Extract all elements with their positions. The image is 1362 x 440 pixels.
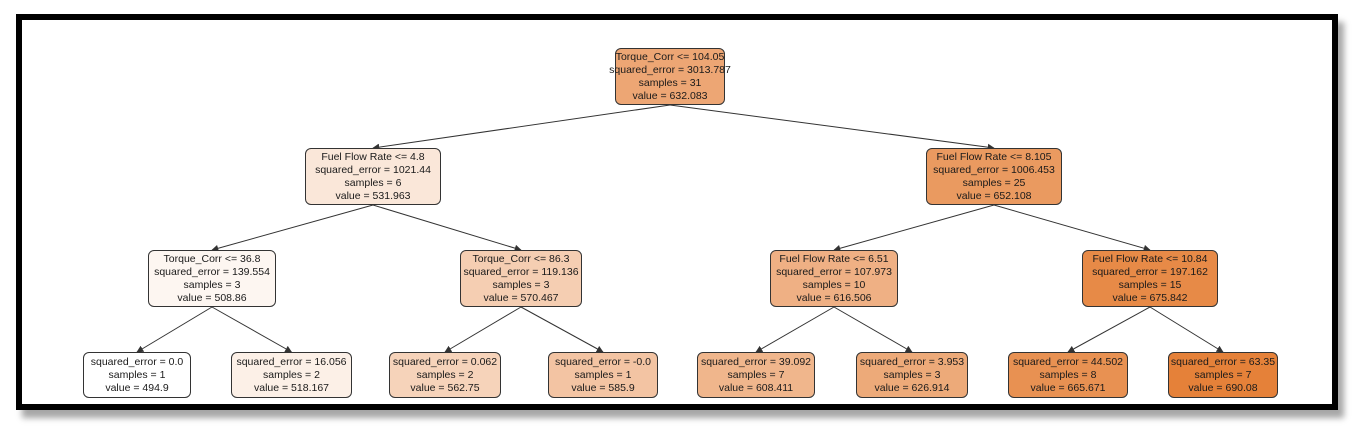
node-line: Fuel Flow Rate <= 6.51 (779, 252, 889, 265)
node-line: value = 562.75 (410, 381, 480, 394)
node-line: Torque_Corr <= 86.3 (472, 252, 570, 265)
node-line: value = 665.671 (1030, 381, 1106, 394)
node-line: squared_error = 3.953 (859, 355, 965, 368)
node-line: value = 626.914 (874, 381, 950, 394)
node-line: value = 675.842 (1112, 291, 1188, 304)
node-line: value = 608.411 (718, 381, 794, 394)
node-line: value = 616.506 (796, 291, 872, 304)
node-line: samples = 3 (183, 278, 241, 291)
node-line: squared_error = 3013.787 (609, 63, 731, 76)
node-line: squared_error = 107.973 (776, 265, 892, 278)
node-line: samples = 8 (1039, 368, 1097, 381)
node-line: value = 518.167 (253, 381, 330, 394)
node-line: Fuel Flow Rate <= 8.105 (936, 150, 1052, 163)
node-line: samples = 1 (574, 368, 632, 381)
node-line: squared_error = -0.0 (554, 355, 651, 368)
node-line: samples = 2 (263, 368, 320, 381)
node-line: value = 690.08 (1188, 381, 1258, 394)
node-line: samples = 6 (344, 176, 402, 189)
node-line: samples = 10 (802, 278, 866, 291)
node-line: squared_error = 16.056 (236, 355, 347, 368)
node-line: squared_error = 0.0 (90, 355, 184, 368)
node-line: Fuel Flow Rate <= 4.8 (321, 150, 425, 163)
node-line: value = 632.083 (632, 89, 708, 102)
node-line: squared_error = 139.554 (154, 265, 270, 278)
node-line: samples = 25 (962, 176, 1026, 189)
node-line: squared_error = 0.062 (392, 355, 498, 368)
node-line: value = 531.963 (335, 189, 411, 202)
node-line: squared_error = 44.502 (1012, 355, 1124, 368)
node-line: samples = 15 (1118, 278, 1182, 291)
node-line: value = 585.9 (571, 381, 635, 394)
node-line: Fuel Flow Rate <= 10.84 (1092, 252, 1208, 265)
node-line: samples = 7 (1194, 368, 1252, 381)
node-line: Torque_Corr <= 36.8 (163, 252, 261, 265)
node-line: samples = 7 (727, 368, 785, 381)
node-line: squared_error = 1021.44 (315, 163, 431, 176)
node-line: samples = 1 (108, 368, 166, 381)
node-line: samples = 3 (492, 278, 550, 291)
node-line: squared_error = 119.136 (463, 265, 579, 278)
node-line: value = 570.467 (483, 291, 559, 304)
node-line: samples = 31 (638, 76, 702, 89)
node-line: value = 508.86 (177, 291, 247, 304)
node-line: squared_error = 39.092 (700, 355, 812, 368)
node-line: samples = 3 (883, 368, 941, 381)
node-line: value = 494.9 (105, 381, 169, 394)
node-line: squared_error = 197.162 (1092, 265, 1208, 278)
node-line: squared_error = 63.35 (1170, 355, 1276, 368)
node-line: value = 652.108 (956, 189, 1032, 202)
node-line: squared_error = 1006.453 (933, 163, 1055, 176)
node-line: Torque_Corr <= 104.05 (615, 50, 725, 63)
node-line: samples = 2 (416, 368, 474, 381)
